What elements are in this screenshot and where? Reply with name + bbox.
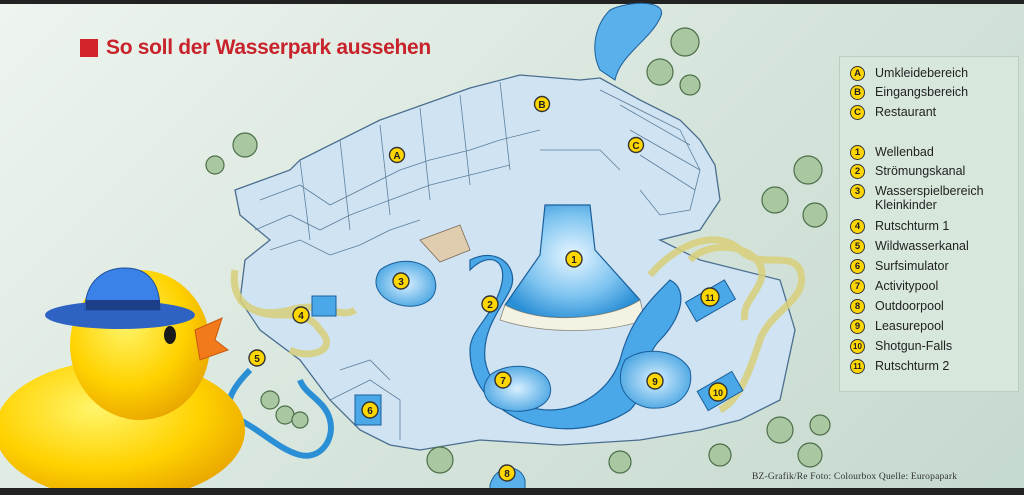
top-border [0, 0, 1024, 4]
svg-text:3: 3 [398, 277, 404, 288]
svg-text:11: 11 [705, 293, 715, 303]
marker-2: 2 [481, 295, 499, 313]
marker-5: 5 [248, 349, 266, 367]
svg-text:4: 4 [298, 311, 304, 322]
marker-b: B [533, 95, 551, 113]
building-rooms [254, 81, 701, 440]
title-text: So soll der Wasserpark aussehen [106, 36, 431, 59]
svg-text:10: 10 [713, 388, 723, 398]
marker-c: C [627, 136, 645, 154]
svg-text:2: 2 [487, 300, 493, 311]
svg-text:A: A [393, 151, 400, 162]
trees [205, 27, 831, 474]
credit-line: BZ-Grafik/Re Foto: Colourbox Quelle: Eur… [752, 472, 958, 482]
svg-text:B: B [538, 100, 545, 111]
marker-a: A [388, 146, 406, 164]
slide-tower-2 [647, 236, 806, 414]
marker-10: 10 [708, 382, 728, 402]
svg-text:7: 7 [500, 376, 506, 387]
marker-3: 3 [392, 272, 410, 290]
svg-text:8: 8 [504, 469, 510, 480]
marker-9: 9 [646, 372, 664, 390]
marker-4: 4 [292, 306, 310, 324]
svg-text:6: 6 [367, 406, 373, 417]
marker-8: 8 [498, 464, 516, 482]
title-square-icon [80, 39, 98, 57]
svg-text:5: 5 [254, 354, 260, 365]
activity-pool [483, 365, 552, 412]
map-title: So soll der Wasserpark aussehen [80, 36, 431, 60]
svg-text:9: 9 [652, 377, 658, 388]
marker-1: 1 [565, 250, 583, 268]
marker-11: 11 [700, 287, 720, 307]
slide-tower-1 [230, 269, 357, 358]
lake [594, 2, 663, 81]
svg-text:1: 1 [571, 255, 577, 266]
marker-6: 6 [361, 401, 379, 419]
marker-7: 7 [494, 371, 512, 389]
rubber-duck-photo [0, 267, 245, 495]
map-markers: A B C 1 2 3 4 5 6 7 8 9 10 11 [248, 95, 728, 482]
bottom-border [0, 488, 1024, 495]
svg-text:C: C [632, 141, 639, 152]
